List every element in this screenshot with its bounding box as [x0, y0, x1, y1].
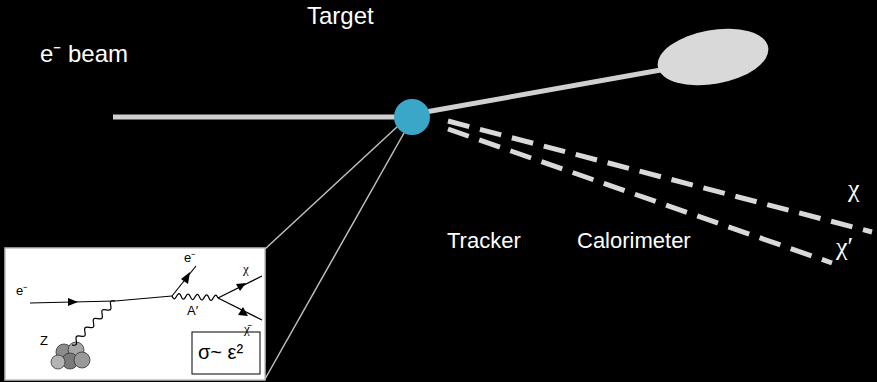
- node-label: Calorimeter: [577, 228, 691, 254]
- electron-beam: [113, 115, 400, 120]
- node-label: Tracker: [447, 228, 521, 254]
- recoil-electron-track: [420, 68, 672, 113]
- leader-line: [265, 133, 404, 379]
- photon-line: [72, 301, 115, 345]
- feynman-inset: [5, 248, 265, 380]
- feynman-label: A′: [187, 304, 198, 317]
- beam-label: e⁻ beam: [40, 42, 128, 66]
- leader-line: [265, 126, 398, 249]
- feynman-label: χ̄: [244, 322, 250, 335]
- feynman-label: e⁻: [16, 284, 27, 297]
- chi-track: [448, 121, 872, 232]
- calorimeter-shower: [653, 21, 773, 94]
- feynman-diagram: [30, 266, 262, 374]
- node-label: Target: [307, 2, 374, 30]
- interaction-point: [394, 99, 430, 135]
- shape-fill: [580, 12, 770, 222]
- particle-label: χ′: [836, 234, 853, 260]
- target-bar: Target: [300, 0, 395, 222]
- feynman-label: Z: [40, 334, 48, 347]
- shape-fill: [383, 12, 395, 222]
- cross-section-label: σ~ ε²: [198, 342, 243, 362]
- calorimeter-box: Calorimeter: [577, 12, 770, 256]
- feynman-label: χ: [243, 262, 249, 275]
- shape-fill: [450, 12, 565, 222]
- nucleus: [51, 342, 90, 369]
- tracker-box: Tracker: [447, 12, 565, 256]
- dark-photon-line: [172, 294, 218, 301]
- particle-label: χ: [848, 176, 860, 202]
- feynman-label: e⁻: [184, 251, 195, 264]
- chi-prime-track: [448, 129, 832, 263]
